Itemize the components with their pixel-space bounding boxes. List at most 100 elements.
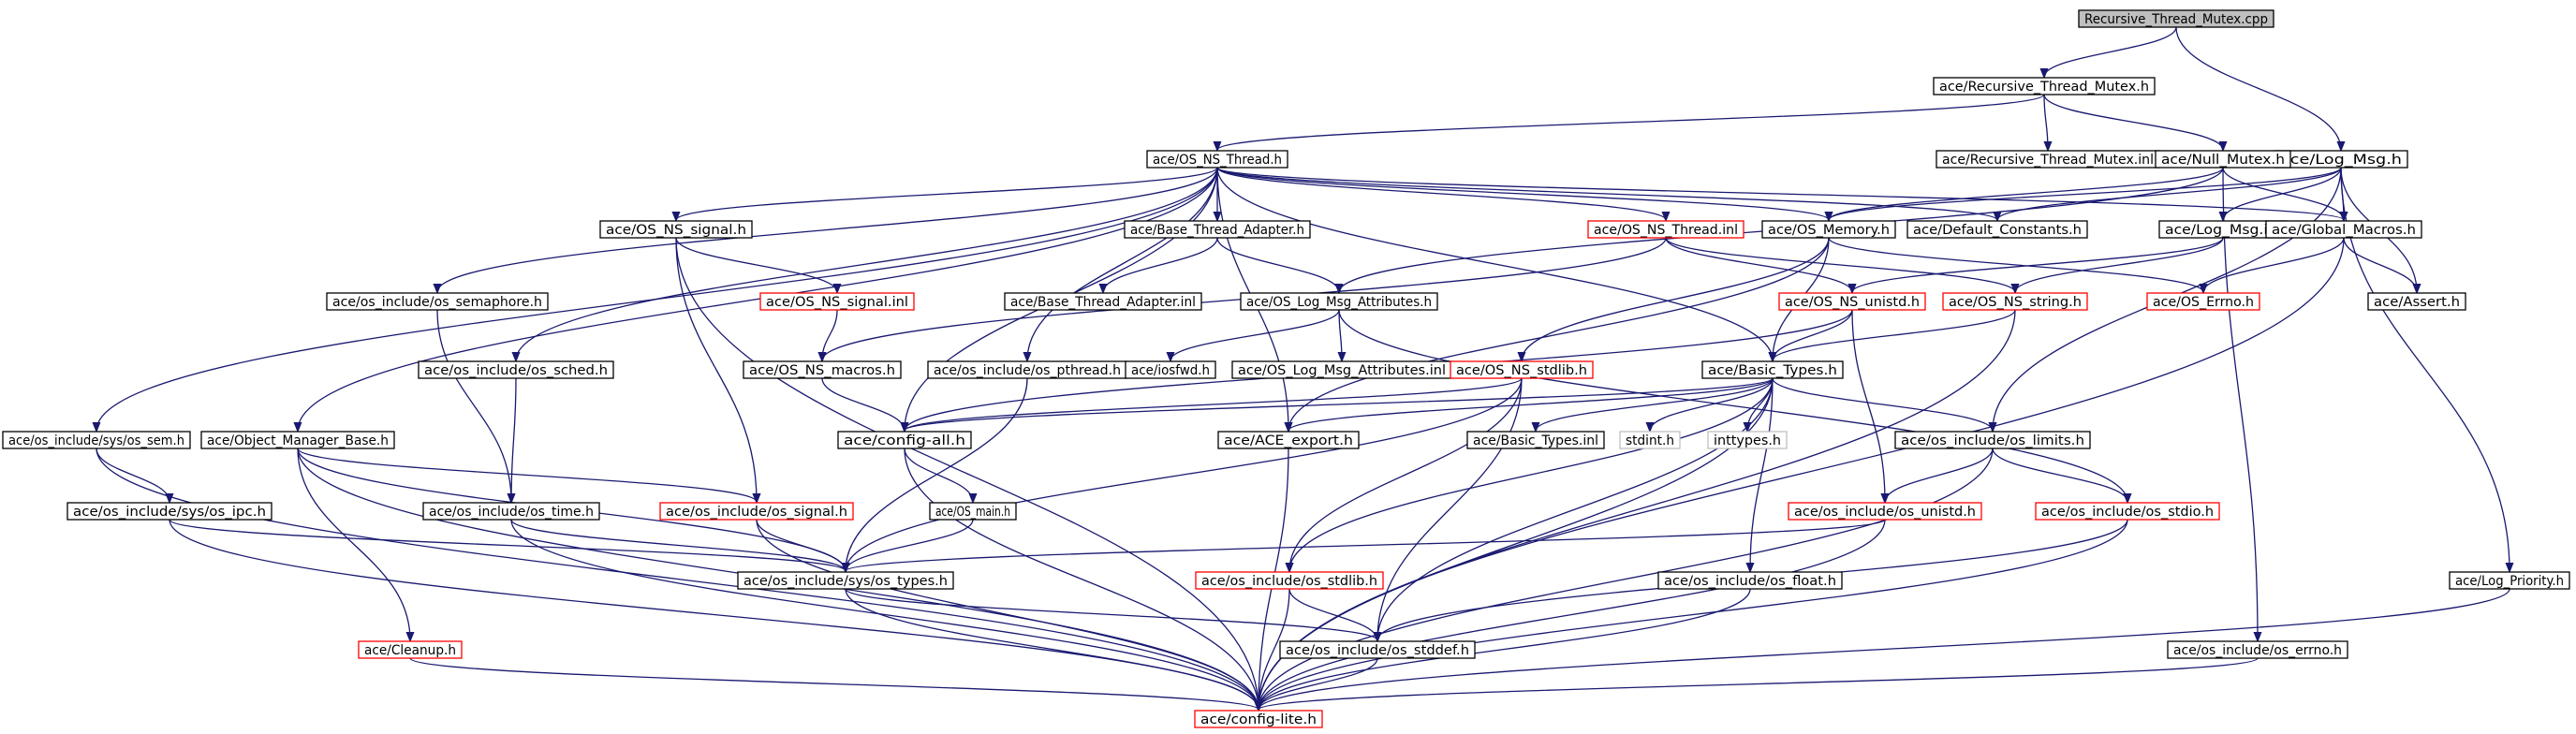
edge-os_ns_thread_h-to-os_pthread_h bbox=[1027, 167, 1218, 360]
node-config-all-h[interactable]: ace/config-all.h bbox=[837, 431, 972, 449]
node-os-log-msg-attributes-h[interactable]: ace/OS_Log_Msg_Attributes.h bbox=[1240, 292, 1438, 311]
node-os-limits-h[interactable]: ace/os_include/os_limits.h bbox=[1894, 431, 2091, 449]
edge-os_ns_string_h-to-basic_types_h bbox=[1773, 309, 2016, 360]
node-os-ns-signal-h[interactable]: ace/OS_NS_signal.h bbox=[599, 220, 753, 239]
node-label: ace/OS_NS_unistd.h bbox=[1785, 295, 1920, 310]
node-sys-os-ipc-h[interactable]: ace/os_include/sys/os_ipc.h bbox=[66, 502, 272, 521]
node-basic-types-inl[interactable]: ace/Basic_Types.inl bbox=[1466, 431, 1605, 449]
node-os-stddef-h[interactable]: ace/os_include/os_stddef.h bbox=[1279, 640, 1476, 659]
node-box bbox=[2367, 292, 2466, 311]
node-os-errno-ace-h[interactable]: ace/OS_Errno.h bbox=[2146, 292, 2260, 311]
edge-rtm_h-to-os_ns_thread_h bbox=[1217, 94, 2045, 150]
node-label: ace/os_include/os_stdio.h bbox=[2041, 505, 2214, 520]
edge-basic_types_h-to-config_all_h bbox=[905, 377, 1774, 431]
node-box bbox=[1450, 360, 1594, 379]
node-box bbox=[418, 360, 614, 379]
node-box bbox=[1587, 220, 1744, 239]
edge-os_log_msg_attributes_h-to-iosfwd_h bbox=[1170, 309, 1340, 360]
node-label: ace/OS_Memory.h bbox=[1768, 223, 1890, 238]
node-os-ns-unistd-h[interactable]: ace/OS_NS_unistd.h bbox=[1778, 292, 1926, 311]
node-base-thread-adapter-h[interactable]: ace/Base_Thread_Adapter.h bbox=[1124, 220, 1311, 239]
node-os-time-h[interactable]: ace/os_include/os_time.h bbox=[422, 502, 600, 521]
edge-basic_types_h-to-basic_types_inl bbox=[1536, 377, 1774, 431]
node-layer: Recursive_Thread_Mutex.cpp ace/Recursive_… bbox=[2, 9, 2570, 728]
node-ace-export-h[interactable]: ace/ACE_export.h bbox=[1217, 431, 1360, 449]
node-base-thread-adapter-inl[interactable]: ace/Base_Thread_Adapter.inl bbox=[1004, 292, 1202, 311]
node-os-pthread-h[interactable]: ace/os_include/os_pthread.h bbox=[927, 360, 1127, 379]
node-log-priority-h[interactable]: ace/Log_Priority.h bbox=[2449, 571, 2570, 590]
node-log-msg-inl[interactable]: ace/Log_Msg.inl bbox=[2158, 220, 2288, 239]
node-os-memory-h[interactable]: ace/OS_Memory.h bbox=[1761, 220, 1896, 239]
edge-root-to-log_msg_h bbox=[2175, 26, 2341, 150]
node-stdint-h[interactable]: stdint.h bbox=[1619, 431, 1681, 449]
node-box bbox=[422, 502, 600, 521]
node-os-sched-h[interactable]: ace/os_include/os_sched.h bbox=[418, 360, 614, 379]
node-box bbox=[599, 220, 753, 239]
node-log-msg-h[interactable]: ace/Log_Msg.h bbox=[2274, 150, 2408, 169]
edge-cleanup_h-to-config_lite_h bbox=[409, 657, 1259, 710]
node-inttypes-h[interactable]: inttypes.h bbox=[1707, 431, 1788, 449]
node-config-lite-h[interactable]: ace/config-lite.h bbox=[1194, 710, 1323, 728]
edge-os_ns_thread_h-to-os_ns_thread_inl bbox=[1216, 167, 1666, 220]
node-label: ace/os_include/sys/os_ipc.h bbox=[73, 505, 266, 520]
node-box bbox=[2167, 640, 2348, 659]
edge-basic_types_h-to-ace_export_h bbox=[1288, 377, 1774, 431]
edge-os_signal_h-to-config_lite_h bbox=[756, 519, 1259, 710]
edge-os_limits_h-to-os_stdio_h bbox=[1992, 448, 2127, 502]
node-cleanup-h[interactable]: ace/Cleanup.h bbox=[358, 640, 463, 659]
edge-os_ns_thread_inl-to-os_ns_unistd_h bbox=[1665, 237, 1852, 292]
node-label: ace/Assert.h bbox=[2374, 295, 2460, 310]
edge-object_manager_base_h-to-os_signal_h bbox=[297, 448, 757, 502]
node-os-ns-thread-inl[interactable]: ace/OS_NS_Thread.inl bbox=[1587, 220, 1744, 239]
node-box bbox=[759, 292, 915, 311]
node-box bbox=[1125, 360, 1216, 379]
node-assert-h[interactable]: ace/Assert.h bbox=[2367, 292, 2466, 311]
node-label: ace/os_include/os_pthread.h bbox=[934, 363, 1121, 378]
node-rtm-inl[interactable]: ace/Recursive_Thread_Mutex.inl bbox=[1936, 150, 2160, 169]
node-box bbox=[2146, 292, 2260, 311]
node-box bbox=[1778, 292, 1926, 311]
node-os-semaphore-h[interactable]: ace/os_include/os_semaphore.h bbox=[326, 292, 549, 311]
edge-os_ns_macros_h-to-config_all_h bbox=[821, 377, 905, 431]
edge-os_log_msg_attributes_h-to-os_log_msg_attributes_inl bbox=[1339, 309, 1342, 360]
node-default-constants-h[interactable]: ace/Default_Constants.h bbox=[1906, 220, 2088, 239]
edge-basic_types_h-to-os_stdlib_h bbox=[1289, 377, 1774, 571]
edge-sys_os_types_h-to-config_lite_h bbox=[845, 588, 1259, 710]
node-iosfwd-h[interactable]: ace/iosfwd.h bbox=[1125, 360, 1216, 379]
node-sys-os-sem-h[interactable]: ace/os_include/sys/os_sem.h bbox=[2, 431, 191, 449]
node-os-errno-h[interactable]: ace/os_include/os_errno.h bbox=[2167, 640, 2348, 659]
node-os-signal-h[interactable]: ace/os_include/os_signal.h bbox=[659, 502, 854, 521]
node-label: ace/OS_main.h bbox=[935, 505, 1010, 520]
node-os-ns-macros-h[interactable]: ace/OS_NS_macros.h bbox=[743, 360, 902, 379]
node-os-main-h[interactable]: ace/OS_main.h bbox=[929, 502, 1017, 521]
edge-os_main_h-to-sys_os_types_h bbox=[846, 519, 974, 571]
edge-os_unistd_h-to-sys_os_types_h bbox=[846, 519, 1886, 571]
edge-basic_types_h-to-stdint_h bbox=[1650, 377, 1774, 431]
edge-os_sched_h-to-os_time_h bbox=[511, 377, 517, 502]
node-os-ns-stdlib-h[interactable]: ace/OS_NS_stdlib.h bbox=[1450, 360, 1594, 379]
node-global-macros-h[interactable]: ace/Global_Macros.h bbox=[2265, 220, 2422, 239]
node-object-manager-base-h[interactable]: ace/Object_Manager_Base.h bbox=[200, 431, 395, 449]
node-box bbox=[1466, 431, 1605, 449]
node-os-ns-string-h[interactable]: ace/OS_NS_string.h bbox=[1942, 292, 2088, 311]
edge-os_ns_stdlib_h-to-os_stddef_h bbox=[1377, 377, 1523, 640]
node-sys-os-types-h[interactable]: ace/os_include/sys/os_types.h bbox=[737, 571, 954, 590]
node-basic-types-h[interactable]: ace/Basic_Types.h bbox=[1701, 360, 1844, 379]
node-box bbox=[1619, 431, 1681, 449]
node-os-ns-signal-inl[interactable]: ace/OS_NS_signal.inl bbox=[759, 292, 915, 311]
edge-os_limits_h-to-config_lite_h bbox=[1259, 448, 1994, 710]
node-os-stdio-h[interactable]: ace/os_include/os_stdio.h bbox=[2035, 502, 2220, 521]
edge-os_ns_stdlib_h-to-config_all_h bbox=[905, 377, 1523, 431]
node-null-mutex-h[interactable]: ace/Null_Mutex.h bbox=[2155, 150, 2291, 169]
node-os-ns-thread-h[interactable]: ace/OS_NS_Thread.h bbox=[1146, 150, 1288, 169]
node-os-stdlib-h[interactable]: ace/os_include/os_stdlib.h bbox=[1195, 571, 1384, 590]
node-os-float-h[interactable]: ace/os_include/os_float.h bbox=[1657, 571, 1843, 590]
node-os-log-msg-attributes-inl[interactable]: ace/OS_Log_Msg_Attributes.inl bbox=[1231, 360, 1452, 379]
node-rtm-h[interactable]: ace/Recursive_Thread_Mutex.h bbox=[1933, 77, 2156, 95]
node-root[interactable]: Recursive_Thread_Mutex.cpp bbox=[2078, 9, 2274, 28]
node-os-unistd-h[interactable]: ace/os_include/os_unistd.h bbox=[1788, 502, 1982, 521]
node-box bbox=[2078, 9, 2274, 28]
node-label: ace/Basic_Types.inl bbox=[1473, 433, 1598, 448]
node-label: ace/Log_Msg.h bbox=[2280, 153, 2402, 168]
node-label: ace/OS_NS_Thread.inl bbox=[1594, 223, 1738, 238]
